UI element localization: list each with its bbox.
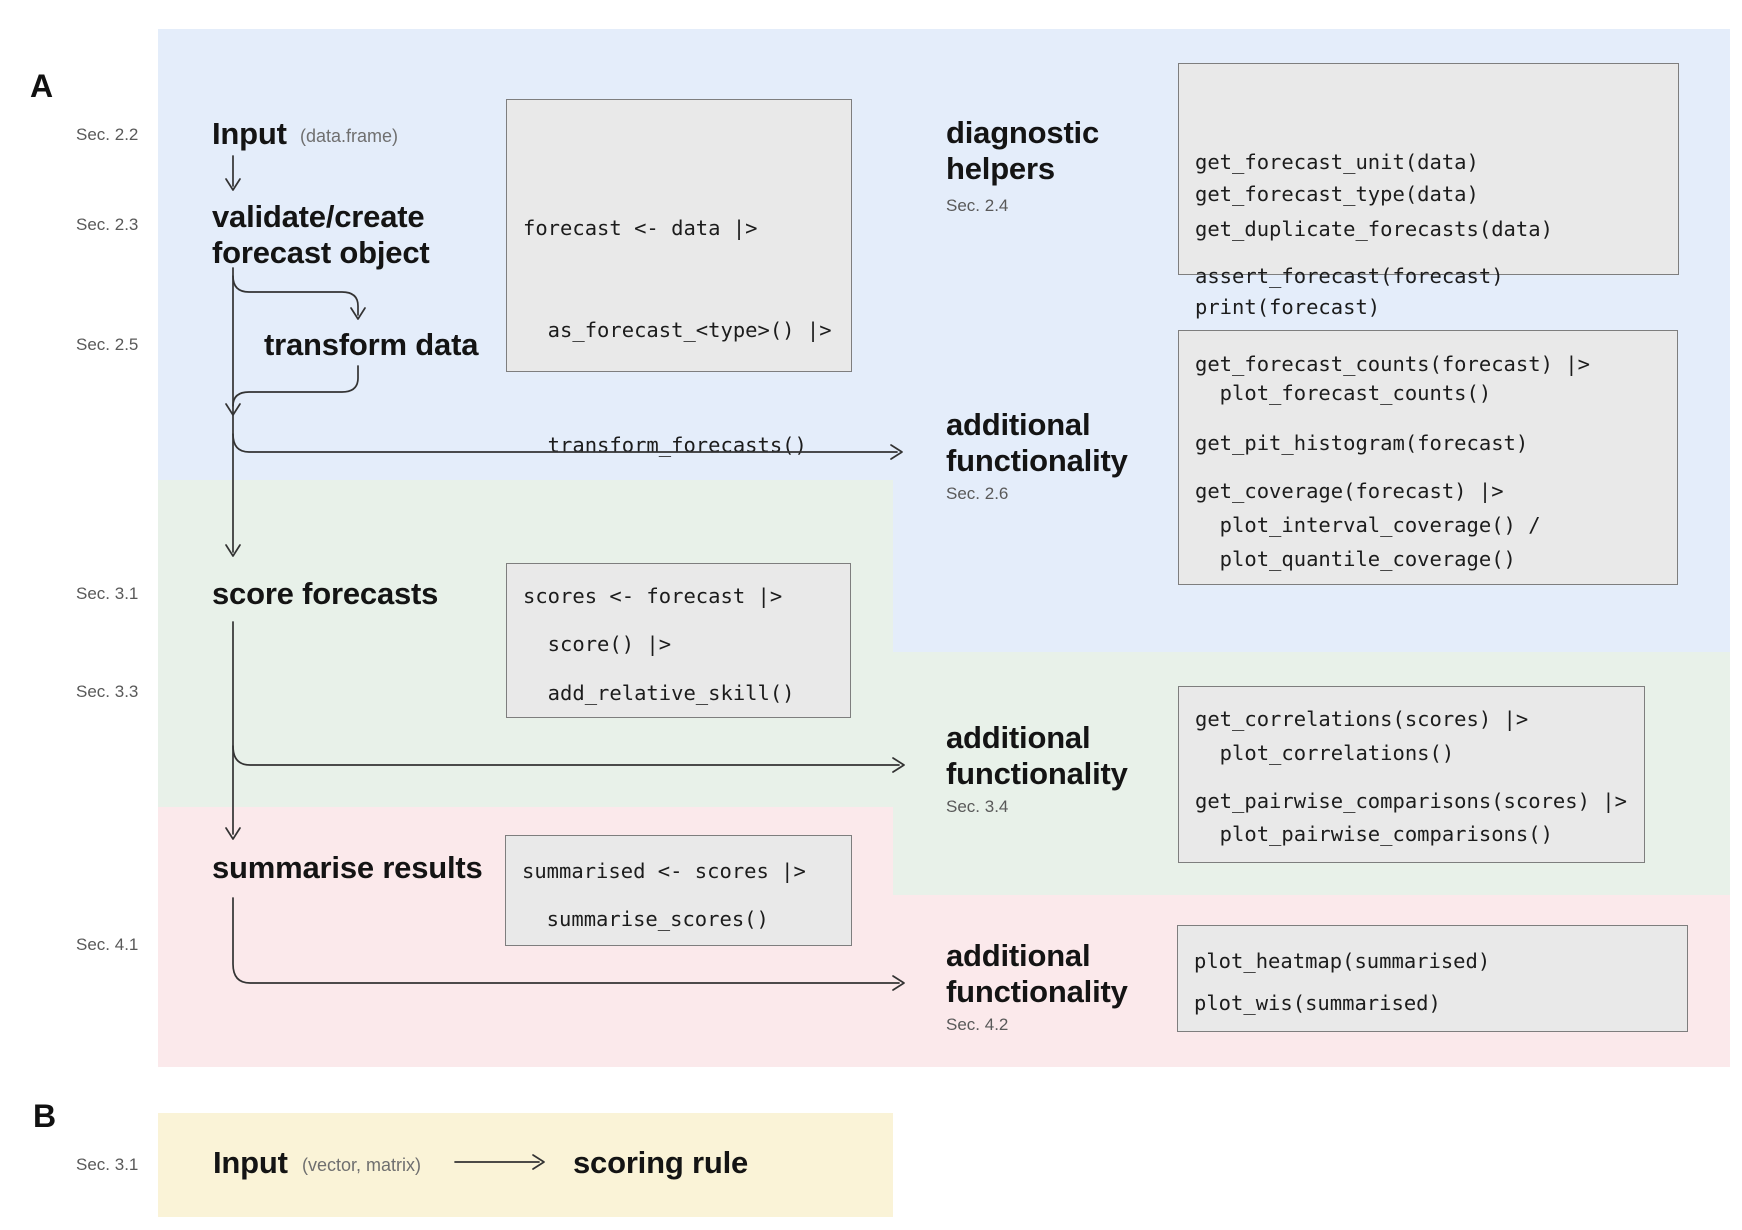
section-label-2-4: Sec. 2.4 [946,196,1009,215]
code-line: get_forecast_counts(forecast) |> [1195,352,1590,376]
section-label-3-3: Sec. 3.3 [76,682,139,701]
code-line: score() |> [523,632,672,656]
code-box-diagnostic-helpers: get_forecast_unit(data) get_forecast_typ… [1178,63,1679,319]
arrow-to-additional-pink [232,897,900,984]
code-line: plot_interval_coverage() / [1195,513,1541,537]
code-line: plot_correlations() [1195,741,1455,765]
band-yellow-b [158,1113,893,1217]
line-transform-return [232,365,359,407]
heading-additional-functionality-green: additional functionality [946,720,1128,791]
heading-diagnostic-helpers: diagnostic helpers [946,115,1100,186]
arrow-to-additional-blue [232,433,898,453]
arrow-to-additional-green [232,745,900,766]
section-label-2-5: Sec. 2.5 [76,335,139,354]
arrowhead-down-icon [350,307,366,320]
step-score-title: score forecasts [212,576,439,611]
arrowhead-down-icon [225,827,241,840]
panel-b-scoring-rule-title: scoring rule [573,1145,749,1180]
section-label-3-1: Sec. 3.1 [76,584,139,603]
arrowhead-down-icon [225,544,241,557]
arrowhead-right-icon [892,975,905,991]
arrowhead-down-icon [225,178,241,191]
code-line: plot_wis(summarised) [1194,991,1441,1015]
panel-a-label: A [30,68,54,104]
section-label-2-3: Sec. 2.3 [76,215,139,234]
code-line: summarise_scores() [522,907,769,931]
code-line: get_forecast_unit(data) [1195,150,1479,174]
code-box-additional-green: get_correlations(scores) |> plot_correla… [1178,686,1645,863]
step-input-title: Input [212,116,287,151]
section-label-3-4: Sec. 3.4 [946,797,1009,816]
code-line: get_pit_histogram(forecast) [1195,431,1529,455]
code-line: forecast <- data |> [523,216,758,240]
section-label-b-3-1: Sec. 3.1 [76,1155,139,1174]
code-line: summarised <- scores |> [522,859,806,883]
code-line: plot_heatmap(summarised) [1194,949,1491,973]
arrowhead-right-icon [890,444,903,460]
code-line: get_correlations(scores) |> [1195,707,1529,731]
code-line: add_relative_skill() [523,681,795,705]
code-line: plot_pairwise_comparisons() [1195,822,1553,846]
code-box-additional-blue: get_forecast_counts(forecast) |> plot_fo… [1178,330,1678,585]
code-box-additional-pink: plot_heatmap(summarised) plot_wis(summar… [1177,925,1688,1032]
code-box-forecast-pipeline: forecast <- data |> as_forecast_<type>()… [506,99,852,457]
code-line: transform_forecasts() [523,433,807,457]
arrowhead-right-icon [532,1154,545,1170]
code-box-summarise-pipeline: summarised <- scores |> summarise_scores… [505,835,852,946]
step-validate-title: validate/create forecast object [212,199,430,270]
code-line: get_coverage(forecast) |> [1195,479,1504,503]
code-line: assert_forecast(forecast) [1195,264,1504,288]
heading-additional-functionality-blue: additional functionality [946,407,1128,478]
code-line: print(forecast) [1195,295,1381,319]
input-annotation: (data.frame) [300,126,399,146]
code-line: scores <- forecast |> [523,584,783,608]
code-box-score-pipeline: scores <- forecast |> score() |> add_rel… [506,563,851,718]
step-summarise-title: summarise results [212,850,483,885]
section-label-4-1: Sec. 4.1 [76,935,139,954]
arrow-validate-to-transform [232,275,359,316]
panel-b-input-title: Input [213,1145,288,1180]
arrowhead-down-icon [225,403,241,416]
panel-b-input-annotation: (vector, matrix) [302,1155,422,1175]
section-label-2-6: Sec. 2.6 [946,484,1009,503]
code-line: as_forecast_<type>() |> [523,318,832,342]
panel-b-label: B [33,1098,57,1134]
step-transform-title: transform data [264,327,479,362]
section-label-4-2: Sec. 4.2 [946,1015,1009,1034]
code-line: get_pairwise_comparisons(scores) |> [1195,789,1627,813]
section-label-2-2: Sec. 2.2 [76,125,139,144]
heading-additional-functionality-pink: additional functionality [946,938,1128,1009]
code-line: get_forecast_type(data) [1195,182,1479,206]
code-line: plot_quantile_coverage() [1195,547,1516,571]
arrowhead-right-icon [892,757,905,773]
code-line: plot_forecast_counts() [1195,381,1492,405]
code-line: get_duplicate_forecasts(data) [1195,217,1553,241]
